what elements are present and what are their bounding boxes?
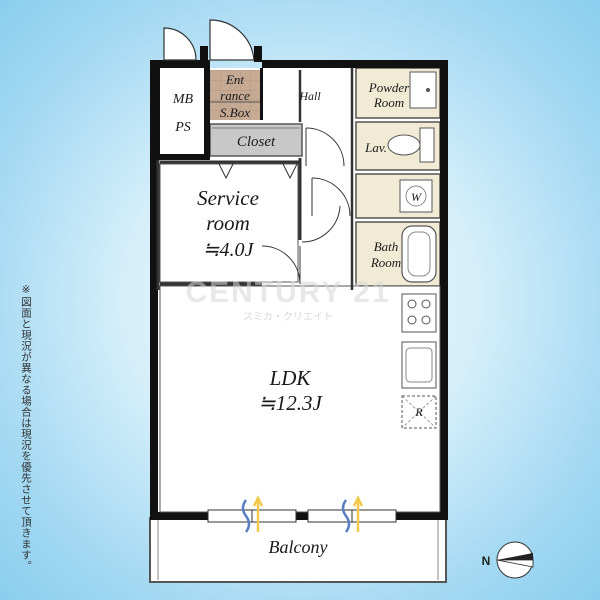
bath-room-label-1: Bath [374, 239, 399, 254]
balcony-windows [207, 509, 397, 523]
service-room-area [159, 163, 299, 283]
closet-label: Closet [237, 134, 276, 150]
service-room-area-label: ≒4.0J [203, 239, 255, 261]
compass-north-label: N [482, 554, 491, 568]
service-room-label-2: room [206, 211, 250, 235]
balcony-label: Balcony [269, 537, 328, 557]
ldk-label: LDK [269, 366, 312, 390]
entrance-label-2: rance [220, 88, 250, 103]
lav-label: Lav. [364, 140, 387, 155]
powder-room-label-1: Powder [368, 80, 410, 95]
closet-area [209, 123, 303, 157]
compass: N [482, 541, 534, 579]
doors [217, 127, 351, 285]
balcony-area [149, 517, 447, 583]
kitchen-sink [401, 341, 437, 389]
powder-room-label-2: Room [373, 95, 404, 110]
entrance-label-1: Ent [225, 72, 244, 87]
disclaimer-note: ※図面と現況が異なる場合は現況を優先させて頂きます。 [20, 284, 32, 572]
airflow-arrows [241, 495, 364, 533]
watermark-brand: CENTURY 21 [185, 276, 390, 309]
shoebox-label: S.Box [220, 105, 250, 120]
mb-ps-shaft [160, 68, 204, 154]
entrance-doors [163, 19, 255, 61]
service-room-label-1: Service [197, 186, 259, 210]
hall-label: Hall [298, 89, 321, 103]
bath-room-label-2: Room [370, 255, 401, 270]
ps-label: PS [174, 120, 191, 135]
stove [401, 293, 437, 333]
fridge-label: R [414, 405, 423, 419]
ldk-area-label: ≒12.3J [258, 391, 323, 415]
washer-label: W [411, 190, 422, 204]
mb-label: MB [172, 92, 194, 107]
ldk-area [159, 285, 441, 513]
watermark-company: スミカ・クリエイト [243, 311, 333, 323]
